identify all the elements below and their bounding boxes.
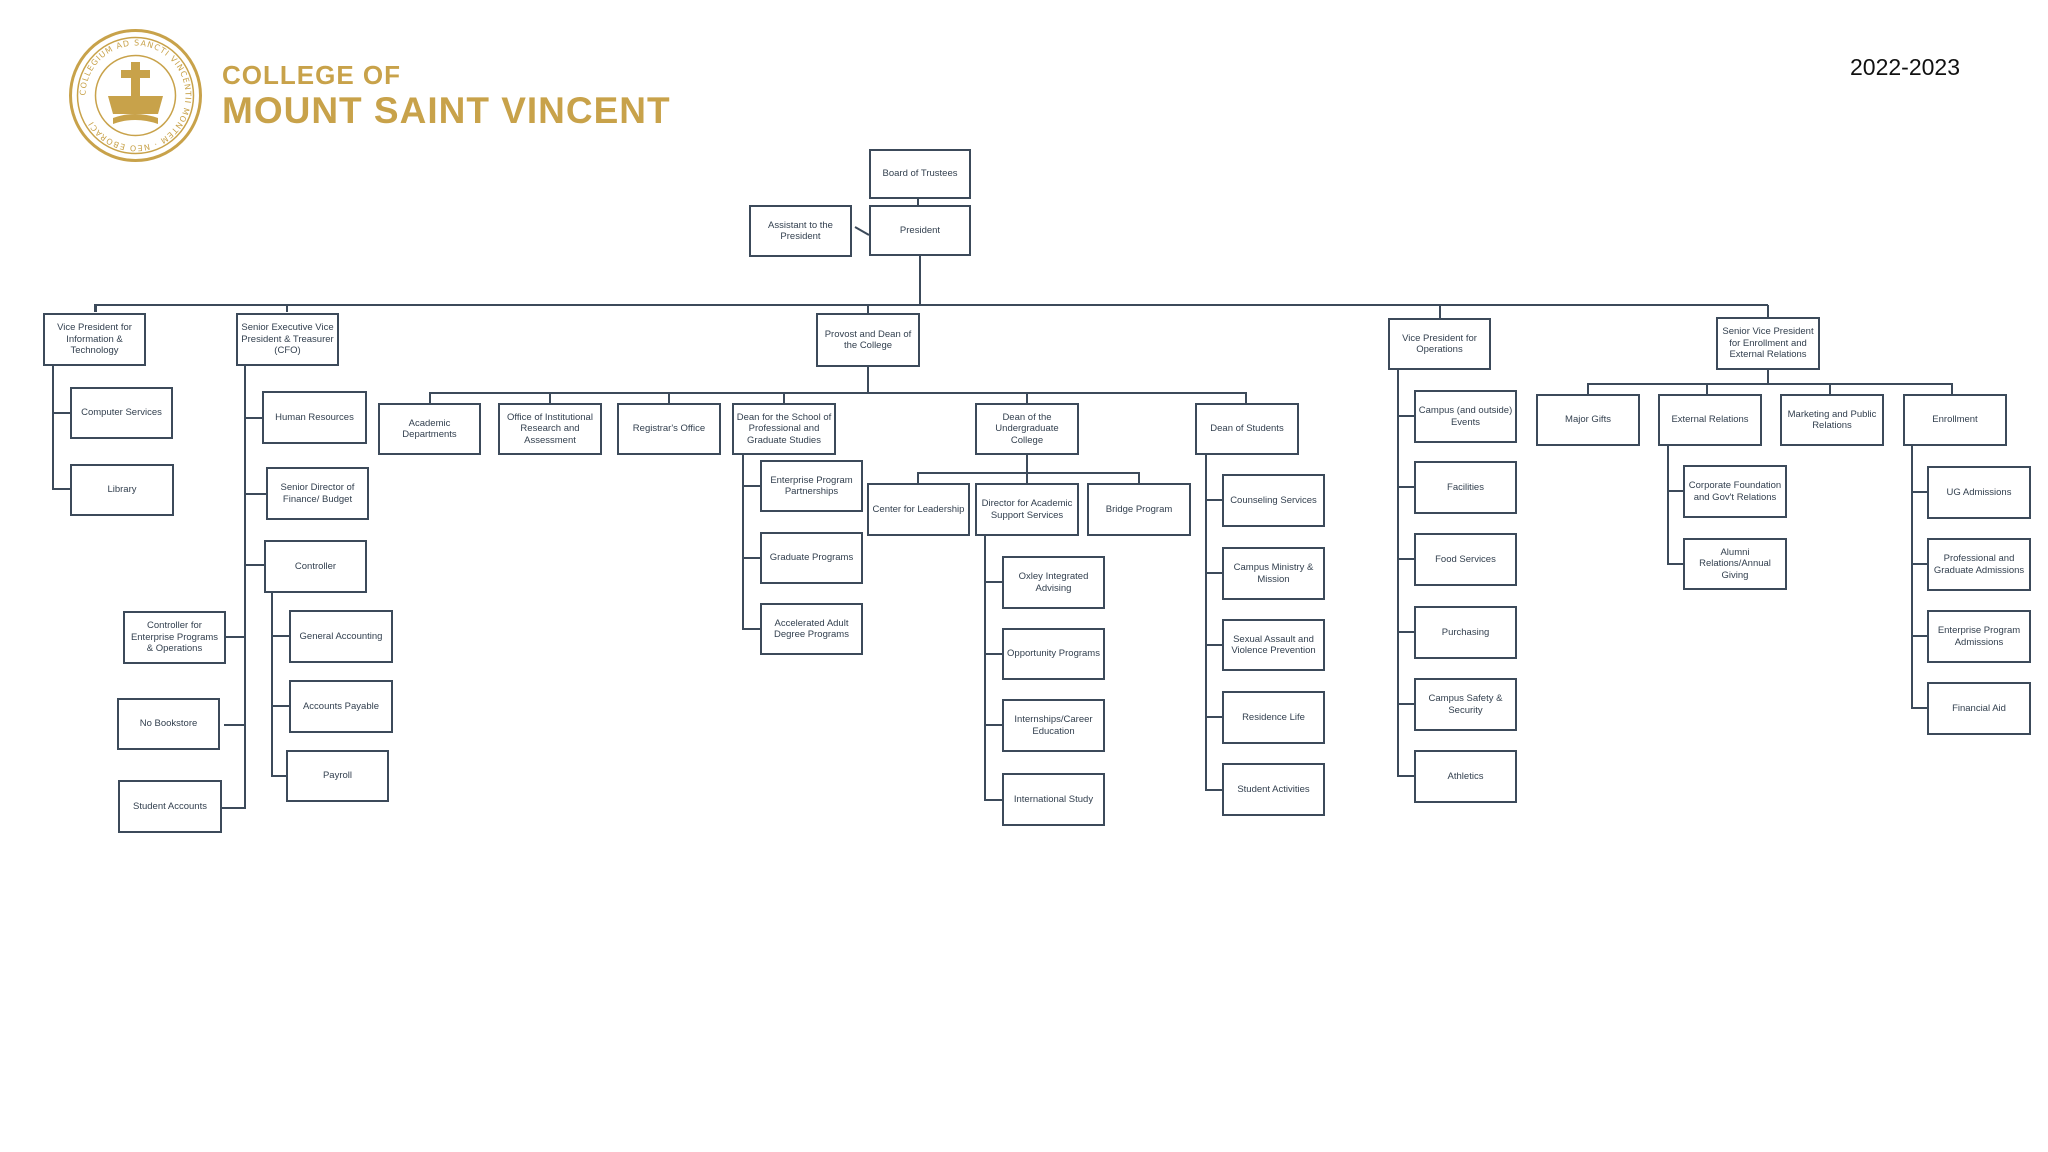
controller-enterprise-box: Controller for Enterprise Programs & Ope… xyxy=(123,611,226,664)
accounts-payable-box: Accounts Payable xyxy=(289,680,393,733)
ug-admissions-box: UG Admissions xyxy=(1927,466,2031,519)
bridge-program-box: Bridge Program xyxy=(1087,483,1191,536)
marketing-pr-box: Marketing and Public Relations xyxy=(1780,394,1884,446)
food-services-box: Food Services xyxy=(1414,533,1517,586)
opportunity-programs-box: Opportunity Programs xyxy=(1002,628,1105,680)
board-of-trustees-box: Board of Trustees xyxy=(869,149,971,199)
enterprise-admissions-box: Enterprise Program Admissions xyxy=(1927,610,2031,663)
human-resources-box: Human Resources xyxy=(262,391,367,444)
controller-box: Controller xyxy=(264,540,367,593)
institutional-research-box: Office of Institutional Research and Ass… xyxy=(498,403,602,455)
vp-operations-box: Vice President for Operations xyxy=(1388,318,1491,370)
brand-college-name: MOUNT SAINT VINCENT xyxy=(222,90,671,131)
payroll-box: Payroll xyxy=(286,750,389,802)
dean-undergraduate-box: Dean of the Undergraduate College xyxy=(975,403,1079,455)
external-relations-box: External Relations xyxy=(1658,394,1762,446)
athletics-box: Athletics xyxy=(1414,750,1517,803)
oxley-advising-box: Oxley Integrated Advising xyxy=(1002,556,1105,609)
dean-of-students-box: Dean of Students xyxy=(1195,403,1299,455)
no-bookstore-box: No Bookstore xyxy=(117,698,220,750)
provost-box: Provost and Dean of the College xyxy=(816,313,920,367)
international-study-box: International Study xyxy=(1002,773,1105,826)
financial-aid-box: Financial Aid xyxy=(1927,682,2031,735)
academic-year: 2022-2023 xyxy=(1850,54,1960,80)
general-accounting-box: General Accounting xyxy=(289,610,393,663)
residence-life-box: Residence Life xyxy=(1222,691,1325,744)
library-box: Library xyxy=(70,464,174,516)
student-activities-box: Student Activities xyxy=(1222,763,1325,816)
enrollment-box: Enrollment xyxy=(1903,394,2007,446)
assistant-to-president-box: Assistant to the President xyxy=(749,205,852,257)
dean-professional-studies-box: Dean for the School of Professional and … xyxy=(732,403,836,455)
cfo-box: Senior Executive Vice President & Treasu… xyxy=(236,313,339,366)
center-leadership-box: Center for Leadership xyxy=(867,483,970,536)
vp-information-technology-box: Vice President for Information & Technol… xyxy=(43,313,146,366)
student-accounts-box: Student Accounts xyxy=(118,780,222,833)
campus-safety-box: Campus Safety & Security xyxy=(1414,678,1517,731)
internships-career-box: Internships/Career Education xyxy=(1002,699,1105,752)
facilities-box: Facilities xyxy=(1414,461,1517,514)
purchasing-box: Purchasing xyxy=(1414,606,1517,659)
major-gifts-box: Major Gifts xyxy=(1536,394,1640,446)
graduate-programs-box: Graduate Programs xyxy=(760,532,863,584)
campus-events-box: Campus (and outside) Events xyxy=(1414,390,1517,443)
alumni-relations-box: Alumni Relations/Annual Giving xyxy=(1683,538,1787,590)
registrars-office-box: Registrar's Office xyxy=(617,403,721,455)
college-seal-logo: COLLEGIUM AD SANCTI VINCENTII MONTEM · N… xyxy=(69,29,202,162)
campus-ministry-box: Campus Ministry & Mission xyxy=(1222,547,1325,600)
director-academic-support-box: Director for Academic Support Services xyxy=(975,483,1079,536)
finance-budget-box: Senior Director of Finance/ Budget xyxy=(266,467,369,520)
corporate-foundation-box: Corporate Foundation and Gov't Relations xyxy=(1683,465,1787,518)
accelerated-adult-box: Accelerated Adult Degree Programs xyxy=(760,603,863,655)
academic-departments-box: Academic Departments xyxy=(378,403,481,455)
svp-enrollment-box: Senior Vice President for Enrollment and… xyxy=(1716,317,1820,370)
computer-services-box: Computer Services xyxy=(70,387,173,439)
sexual-assault-prevention-box: Sexual Assault and Violence Prevention xyxy=(1222,619,1325,671)
enterprise-partnerships-box: Enterprise Program Partnerships xyxy=(760,460,863,512)
brand-college-of: COLLEGE OF xyxy=(222,60,401,90)
professional-admissions-box: Professional and Graduate Admissions xyxy=(1927,538,2031,591)
president-box: President xyxy=(869,205,971,256)
counseling-services-box: Counseling Services xyxy=(1222,474,1325,527)
